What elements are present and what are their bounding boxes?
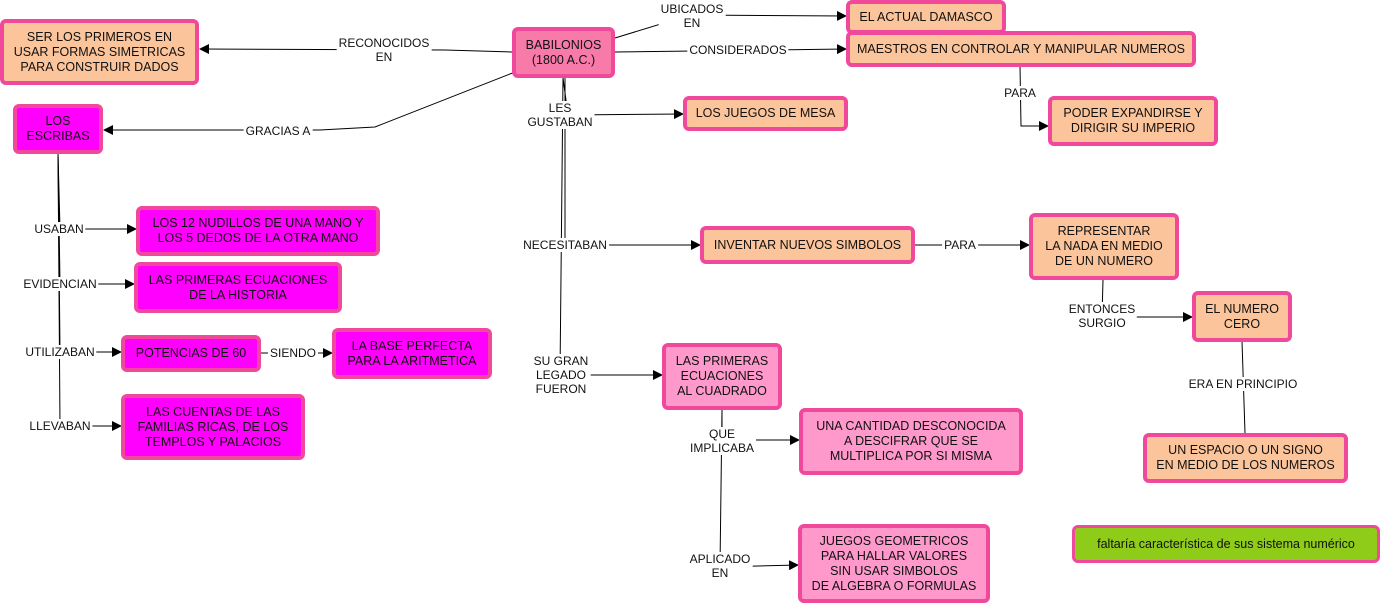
node-nudillos[interactable]: LOS 12 NUDILLOS DE UNA MANO Y LOS 5 DEDO…: [136, 206, 380, 256]
label-para-expandirse: PARA: [1002, 86, 1038, 100]
label-implicaba: QUE IMPLICABA: [687, 427, 757, 455]
label-necesitaban: NECESITABAN: [521, 238, 609, 252]
node-base-perfecta[interactable]: LA BASE PERFECTA PARA LA ARITMETICA: [332, 328, 492, 379]
link-usaban: [57, 153, 137, 234]
node-potencias[interactable]: POTENCIAS DE 60: [121, 335, 261, 372]
label-gracias: GRACIAS A: [243, 124, 313, 138]
label-llevaban: LLEVABAN: [27, 419, 93, 433]
node-representar[interactable]: REPRESENTAR LA NADA EN MEDIO DE UN NUMER…: [1029, 213, 1179, 280]
node-espacio[interactable]: UN ESPACIO O UN SIGNO EN MEDIO DE LOS NU…: [1143, 433, 1348, 483]
label-considerados: CONSIDERADOS: [687, 43, 789, 57]
node-ecuaciones-cuadrado[interactable]: LAS PRIMERAS ECUACIONES AL CUADRADO: [662, 343, 782, 410]
link-reconocidos: [199, 44, 513, 55]
node-escribas[interactable]: LOS ESCRIBAS: [13, 104, 103, 154]
label-les-gustaban: LES GUSTABAN: [525, 101, 595, 129]
label-usaban: USABAN: [32, 222, 86, 236]
label-evidencian: EVIDENCIAN: [21, 277, 99, 291]
note-falta[interactable]: faltaría característica de sus sistema n…: [1072, 525, 1380, 563]
node-babilonios[interactable]: BABILONIOS (1800 A.C.): [512, 27, 615, 78]
node-ecuaciones-historia[interactable]: LAS PRIMERAS ECUACIONES DE LA HISTORIA: [134, 262, 342, 313]
label-aplicado: APLICADO EN: [687, 552, 753, 580]
node-simbolos[interactable]: INVENTAR NUEVOS SIMBOLOS: [700, 226, 915, 264]
label-siendo: SIENDO: [267, 346, 319, 360]
link-ubicados: [614, 10, 847, 39]
node-dados[interactable]: SER LOS PRIMEROS EN USAR FORMAS SIMETRIC…: [0, 19, 199, 85]
label-reconocidos: RECONOCIDOS EN: [336, 36, 432, 64]
node-expandirse[interactable]: PODER EXPANDIRSE Y DIRIGIR SU IMPERIO: [1048, 96, 1218, 146]
label-era: ERA EN PRINCIPIO: [1186, 377, 1300, 391]
label-para-representar: PARA: [942, 238, 978, 252]
node-maestros[interactable]: MAESTROS EN CONTROLAR Y MANIPULAR NUMERO…: [846, 31, 1196, 67]
node-cero[interactable]: EL NUMERO CERO: [1192, 291, 1292, 342]
node-damasco[interactable]: EL ACTUAL DAMASCO: [846, 0, 1006, 34]
node-geometricos[interactable]: JUEGOS GEOMETRICOS PARA HALLAR VALORES S…: [798, 524, 990, 603]
link-utilizaban: [57, 153, 122, 357]
link-gracias: [103, 71, 516, 135]
link-evidencian: [57, 153, 135, 289]
label-ubicados: UBICADOS EN: [658, 2, 726, 30]
node-cuentas[interactable]: LAS CUENTAS DE LAS FAMILIAS RICAS, DE LO…: [121, 394, 305, 460]
node-juegos-mesa[interactable]: LOS JUEGOS DE MESA: [683, 96, 848, 131]
label-entonces: ENTONCES SURGIO: [1066, 302, 1138, 330]
label-utilizaban: UTILIZABAN: [23, 345, 97, 359]
label-legado: SU GRAN LEGADO FUERON: [531, 354, 591, 396]
node-cantidad[interactable]: UNA CANTIDAD DESCONOCIDA A DESCIFRAR QUE…: [799, 408, 1023, 475]
